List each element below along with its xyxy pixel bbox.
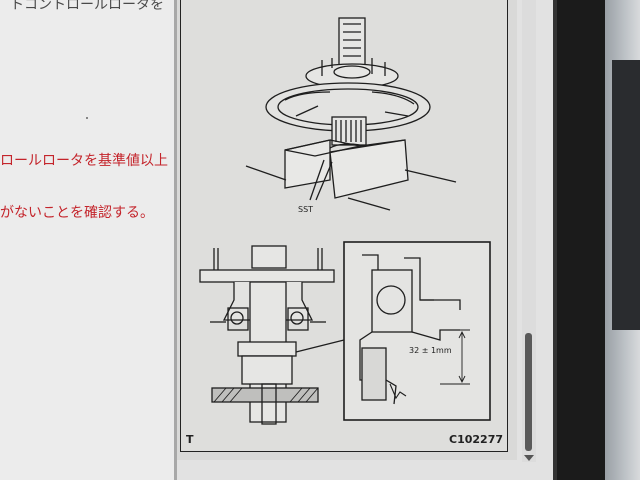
scroll-down-arrow-icon[interactable]: [524, 455, 534, 461]
dimension-label: 32 ± 1mm: [409, 346, 452, 355]
left-text-pane: トコントロールロータを ロールロータを基準値以上 がないことを確認する。: [0, 0, 175, 480]
cursor-dot: [86, 117, 88, 119]
monitor-bezel: [553, 0, 605, 480]
top-text-fragment: トコントロールロータを: [10, 0, 164, 13]
technical-illustration: [199, 17, 491, 425]
scrollbar-thumb[interactable]: [525, 333, 532, 451]
instruction-line-1: ロールロータを基準値以上: [0, 153, 168, 169]
sst-label: SST: [298, 205, 314, 214]
figure-corner-label: T: [186, 433, 194, 446]
bezel-edge: [553, 0, 557, 480]
screen: トコントロールロータを ロールロータを基準値以上 がないことを確認する。: [0, 0, 555, 480]
instruction-line-2: がないことを確認する。: [0, 205, 154, 221]
pane-divider[interactable]: [174, 0, 177, 480]
background-shadow: [612, 60, 640, 330]
figure-code: C102277: [449, 433, 503, 446]
